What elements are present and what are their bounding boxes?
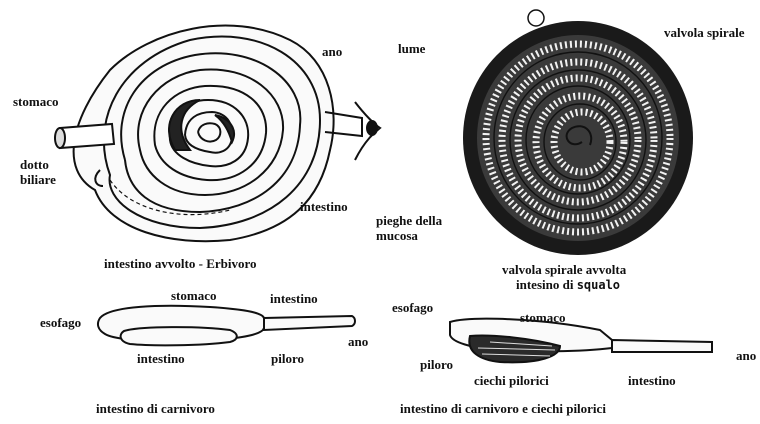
carnivore-intestine-drawing [98, 306, 355, 346]
caption-intesino-di: intesino di [516, 277, 573, 292]
label-pieghe-della: pieghe della [376, 214, 442, 229]
caption-spiral-valve-line1: valvola spirale avvolta [502, 263, 626, 278]
label-dotto-biliare: dotto biliare [20, 158, 56, 188]
label-stomaco-caeca: stomaco [520, 311, 566, 326]
label-ano-herbivore: ano [322, 45, 342, 60]
label-biliare: biliare [20, 173, 56, 188]
caption-spiral-valve-line2: intesino di squalo [502, 278, 626, 293]
label-mucosa: mucosa [376, 229, 442, 244]
label-ano-caeca: ano [736, 349, 756, 364]
caption-spiral-valve: valvola spirale avvolta intesino di squa… [502, 263, 626, 293]
caption-squalo: squalo [577, 278, 620, 292]
label-valvola-spirale: valvola spirale [664, 26, 745, 41]
label-intestino-carnivore-top: intestino [270, 292, 318, 307]
caption-carnivore: intestino di carnivoro [96, 402, 215, 417]
label-intestino-herbivore: intestino [300, 200, 348, 215]
spiral-valve-drawing [463, 10, 693, 255]
label-esofago-caeca: esofago [392, 301, 433, 316]
label-stomaco-carnivore: stomaco [171, 289, 217, 304]
label-intestino-carnivore-bottom: intestino [137, 352, 185, 367]
label-stomaco-herbivore: stomaco [13, 95, 59, 110]
label-piloro-caeca: piloro [420, 358, 453, 373]
label-intestino-caeca: intestino [628, 374, 676, 389]
label-pieghe-mucosa: pieghe della mucosa [376, 214, 442, 244]
caption-herbivore: intestino avvolto - Erbivoro [104, 257, 257, 272]
label-ano-carnivore: ano [348, 335, 368, 350]
label-lume: lume [398, 42, 425, 57]
label-ciechi-pilorici: ciechi pilorici [474, 374, 549, 389]
label-esofago-carnivore: esofago [40, 316, 81, 331]
label-piloro-carnivore: piloro [271, 352, 304, 367]
carnivore-pyloric-caeca-drawing [450, 319, 712, 363]
caption-carnivore-caeca: intestino di carnivoro e ciechi pilorici [400, 402, 606, 417]
label-dotto: dotto [20, 158, 56, 173]
